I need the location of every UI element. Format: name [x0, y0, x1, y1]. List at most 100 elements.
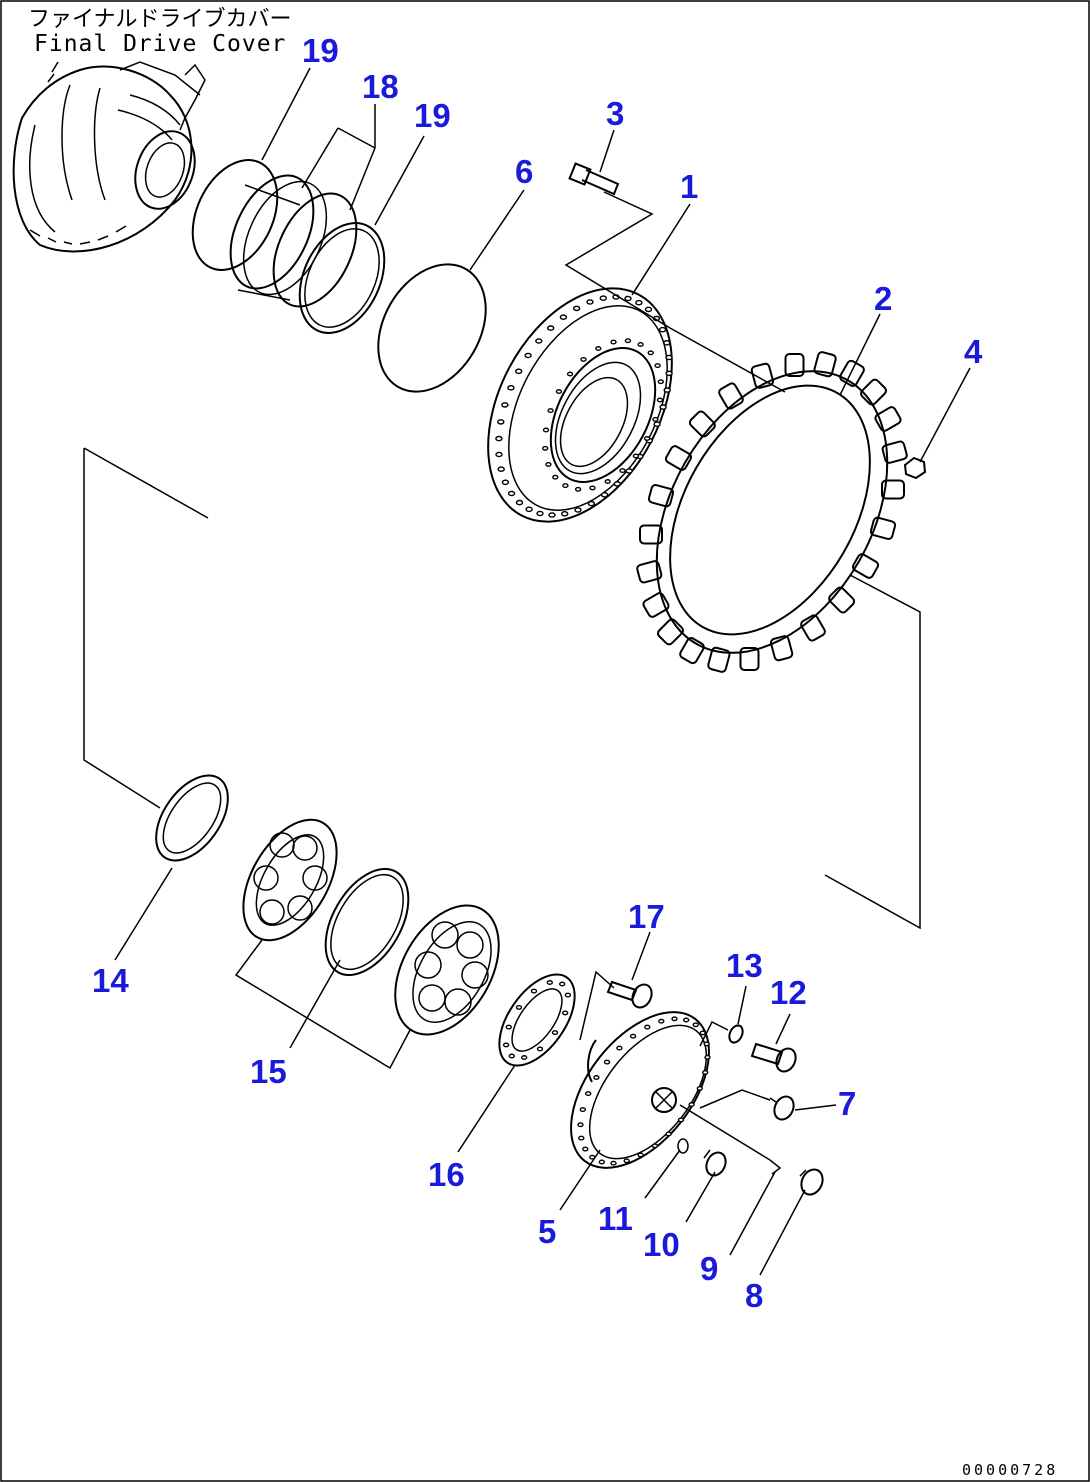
sprocket-tooth [688, 410, 716, 438]
bolt-hole [702, 1069, 709, 1075]
hub-1 [487, 287, 673, 523]
bolt-hole [610, 339, 617, 345]
callout-13: 13 [726, 947, 763, 984]
callout-7: 7 [838, 1085, 856, 1122]
o-ring-6 [377, 263, 487, 393]
bolt-hole [603, 1059, 611, 1065]
o-ring-19-right [298, 222, 386, 334]
bolt-hole [699, 1030, 706, 1036]
callout-5: 5 [538, 1213, 556, 1250]
bolt-hole [497, 419, 505, 425]
callout-3: 3 [606, 95, 624, 132]
spacer-ring-15 [324, 867, 410, 977]
bolt-hole [562, 1010, 569, 1016]
sprocket-tooth [851, 553, 880, 579]
o-ring-19-left [191, 159, 279, 271]
callout-leaders [114, 67, 971, 1276]
bolt-hole [547, 408, 554, 414]
callout-9: 9 [700, 1250, 718, 1287]
bolt-hole [635, 299, 643, 306]
bolt-hole [656, 397, 664, 403]
lock-plate-16 [498, 973, 576, 1067]
bolt-12-leader-zigzag [699, 1020, 729, 1047]
bolt-hole [525, 506, 533, 513]
callout-4: 4 [964, 333, 983, 370]
bearing-bracket [234, 939, 411, 1070]
bolt-hole [574, 486, 582, 492]
bolt-hole [663, 387, 671, 393]
bolt-hole [644, 306, 653, 313]
bolt-hole [551, 1030, 559, 1036]
bolt-hole [624, 295, 632, 302]
bearing-15-right [394, 904, 500, 1036]
bolt-hole [624, 338, 632, 344]
bolt-hole [559, 314, 568, 321]
bolt-hole [515, 368, 523, 375]
callout-10: 10 [643, 1226, 680, 1263]
bolt-hole [600, 491, 609, 498]
bolt-hole [632, 453, 640, 459]
bolt-hole [593, 1075, 600, 1080]
callout-1: 1 [680, 168, 698, 205]
sprocket-tooth [636, 560, 663, 584]
bolt-hole [566, 371, 574, 377]
part-11 [677, 1138, 689, 1154]
bolt-hole [663, 339, 671, 346]
sprocket-tooth [828, 586, 856, 614]
bolt-hole [545, 461, 552, 467]
bolt-hole [505, 1024, 512, 1030]
bolt-hole [652, 416, 659, 422]
bolt-hole [586, 299, 594, 305]
caption-english: Final Drive Cover [34, 31, 286, 57]
bolt-hole [704, 1054, 711, 1060]
callout-16: 16 [428, 1156, 465, 1193]
bolt-hole [665, 354, 673, 361]
plug-8 [799, 1168, 824, 1196]
sprocket-tooth [739, 647, 760, 671]
callout-15: 15 [250, 1053, 287, 1090]
sprocket-tooth [639, 524, 663, 545]
bolt-hole [629, 1033, 637, 1039]
bolt-hole [535, 338, 543, 344]
bolt-hole [561, 510, 569, 517]
bolt-hole [547, 325, 555, 331]
sprocket-tooth [813, 351, 837, 378]
bolt-hole [559, 981, 566, 987]
callout-2: 2 [874, 280, 892, 317]
seal-14 [155, 774, 229, 862]
bolt-hole [651, 1143, 659, 1149]
bolt-3-leader-zigzag [564, 191, 786, 393]
bolt-hole [625, 468, 633, 474]
callout-12: 12 [770, 974, 807, 1011]
sprocket-tooth [718, 382, 744, 410]
sprocket-tooth [642, 592, 670, 618]
washer-13 [728, 1024, 744, 1044]
sprocket-tooth [679, 637, 705, 665]
sprocket-tooth [869, 516, 897, 540]
bolt-hole [555, 389, 563, 394]
assembly-bracket-right [824, 574, 921, 930]
bolt-hole [599, 295, 607, 302]
bolt-hole [562, 483, 569, 489]
callout-18: 18 [362, 68, 399, 105]
sprocket-tooth [707, 646, 731, 673]
drawing-number: 00000728 [962, 1461, 1058, 1479]
bolt-hole [578, 1135, 585, 1141]
cover-5 [570, 1011, 711, 1169]
part-9-leader-line [679, 1104, 771, 1161]
callout-6: 6 [515, 153, 533, 190]
callout-19-left: 19 [302, 32, 339, 69]
sprocket-tooth [750, 362, 775, 389]
bolt-hole [530, 988, 538, 994]
bolt-hole [515, 499, 524, 506]
callout-19-right: 19 [414, 97, 451, 134]
bolt-hole [495, 435, 503, 442]
bolt-hole [595, 346, 602, 351]
sprocket-tooth [881, 479, 905, 500]
callout-8: 8 [745, 1277, 763, 1314]
bolt-hole [536, 510, 544, 517]
bolt-hole [495, 451, 503, 458]
bolt-hole [546, 980, 553, 985]
bolt-hole [637, 341, 644, 347]
